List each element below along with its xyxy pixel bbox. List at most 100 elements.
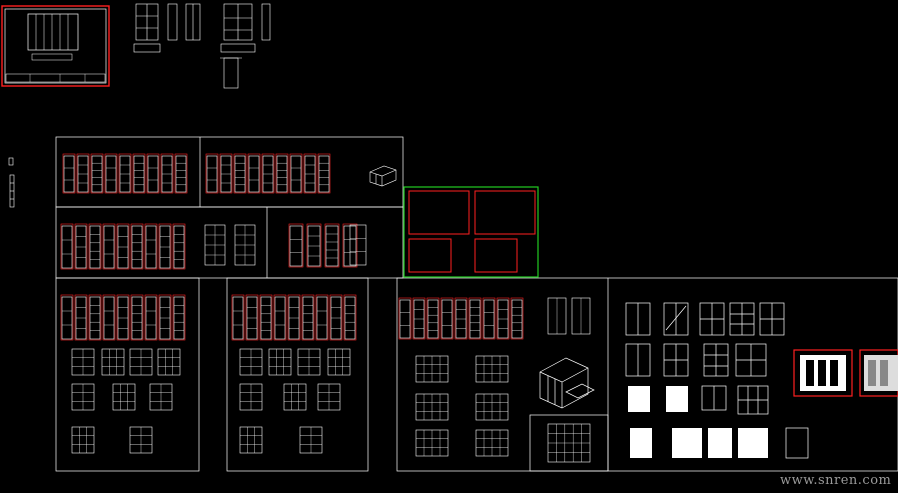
cabinet-dimension-outline <box>74 294 88 341</box>
cabinet-elevation <box>325 225 339 267</box>
cabinet-dimension-outline <box>287 294 301 341</box>
cabinet-dimension-outline <box>130 223 144 270</box>
cabinet-dimension-outline <box>174 153 188 194</box>
cabinet-elevation <box>147 155 159 193</box>
cabinet-dimension-outline <box>510 297 524 340</box>
door-style-panel[interactable] <box>625 302 785 415</box>
cabinet-elevation <box>145 225 157 269</box>
cabinet-elevation <box>276 155 288 193</box>
cabinet-dimension-outline <box>172 294 186 341</box>
cabinet-dimension-outline <box>324 223 340 268</box>
cabinet-dimension-outline <box>289 153 303 194</box>
cabinet-elevation <box>103 296 115 340</box>
cabinet-elevation <box>61 225 73 269</box>
cabinet-dimension-outline <box>144 223 158 270</box>
cabinet-elevation <box>232 296 244 340</box>
cabinet-dimension-outline <box>259 294 273 341</box>
cabinet-dimension-outline <box>160 153 174 194</box>
cabinet-dimension-outline <box>219 153 233 194</box>
interior-plan <box>349 224 367 266</box>
cabinet-elevation <box>469 299 481 339</box>
cabinet-elevation <box>131 296 143 340</box>
cabinet-dimension-outline <box>116 223 130 270</box>
drawing-details[interactable] <box>60 153 591 463</box>
interior-plan <box>71 426 95 454</box>
cabinet-elevation <box>175 155 187 193</box>
cabinet-dimension-outline <box>273 294 287 341</box>
top-wardrobe-elevations[interactable] <box>133 3 271 89</box>
cabinet-dimension-outline <box>231 294 245 341</box>
cabinet-dimension-outline <box>144 294 158 341</box>
interior-plan <box>268 348 292 376</box>
cabinet-elevation <box>89 296 101 340</box>
cabinet-dimension-outline <box>468 297 482 340</box>
title-sheet-thumbnail[interactable] <box>1 5 110 87</box>
cabinet-elevation <box>63 155 75 193</box>
cabinet-elevation <box>131 225 143 269</box>
cabinet-dimension-outline <box>102 223 116 270</box>
cabinet-dimension-outline <box>315 294 329 341</box>
cabinet-elevation <box>441 299 453 339</box>
cabinet-elevation <box>316 296 328 340</box>
interior-plan <box>157 348 181 376</box>
cabinet-elevation <box>260 296 272 340</box>
cabinet-elevation <box>483 299 495 339</box>
cabinet-dimension-outline <box>88 223 102 270</box>
cabinet-dimension-outline <box>301 294 315 341</box>
cabinet-elevation <box>234 155 246 193</box>
cabinet-dimension-outline <box>172 223 186 270</box>
cabinet-elevation <box>206 155 218 193</box>
interior-plan <box>112 383 136 411</box>
cabinet-elevation <box>61 296 73 340</box>
cabinet-dimension-outline <box>88 294 102 341</box>
cabinet-dimension-outline <box>76 153 90 194</box>
cabinet-elevation <box>89 225 101 269</box>
cabinet-dimension-outline <box>275 153 289 194</box>
cabinet-dimension-outline <box>496 297 510 340</box>
cabinet-elevation <box>145 296 157 340</box>
cabinet-dimension-outline <box>62 153 76 194</box>
door-solid-panels[interactable] <box>628 386 809 459</box>
cabinet-dimension-outline <box>317 153 331 194</box>
cabinet-elevation <box>133 155 145 193</box>
cabinet-dimension-outline <box>440 297 454 340</box>
cabinet-dimension-outline <box>158 294 172 341</box>
interior-plan <box>239 426 263 454</box>
cabinet-dimension-outline <box>102 294 116 341</box>
cabinet-elevation <box>427 299 439 339</box>
green-selected-sheet[interactable] <box>403 186 539 278</box>
cabinet-elevation <box>302 296 314 340</box>
cabinet-dimension-outline <box>482 297 496 340</box>
cabinet-dimension-outline <box>233 153 247 194</box>
cabinet-dimension-outline <box>158 223 172 270</box>
cabinet-elevation <box>318 155 330 193</box>
cabinet-dimension-outline <box>412 297 426 340</box>
cabinet-dimension-outline <box>329 294 343 341</box>
cabinet-3d-view[interactable] <box>369 165 397 187</box>
left-legend-marks <box>8 157 15 208</box>
cabinet-dimension-outline <box>245 294 259 341</box>
cabinet-dimension-outline <box>398 297 412 340</box>
cabinet-dimension-outline <box>132 153 146 194</box>
cabinet-elevation <box>344 296 356 340</box>
cabinet-dimension-outline <box>118 153 132 194</box>
cabinet-dimension-outline <box>247 153 261 194</box>
cabinet-elevation <box>103 225 115 269</box>
interior-plan <box>327 348 351 376</box>
cabinet-elevation <box>105 155 117 193</box>
cabinet-dimension-outline <box>454 297 468 340</box>
cabinet-dimension-outline <box>261 153 275 194</box>
cabinet-dimension-outline <box>90 153 104 194</box>
cabinet-elevation <box>173 225 185 269</box>
cabinet-elevation <box>399 299 411 339</box>
interior-plan <box>283 383 307 411</box>
cabinet-dimension-outline <box>342 223 358 268</box>
cabinet-dimension-outline <box>104 153 118 194</box>
cabinet-dimension-outline <box>130 294 144 341</box>
cabinet-elevation <box>511 299 523 339</box>
door-red-samples[interactable] <box>793 349 898 397</box>
cabinet-isometric[interactable] <box>539 357 595 409</box>
sheet-frames <box>55 136 898 472</box>
cabinet-dimension-outline <box>60 223 74 270</box>
